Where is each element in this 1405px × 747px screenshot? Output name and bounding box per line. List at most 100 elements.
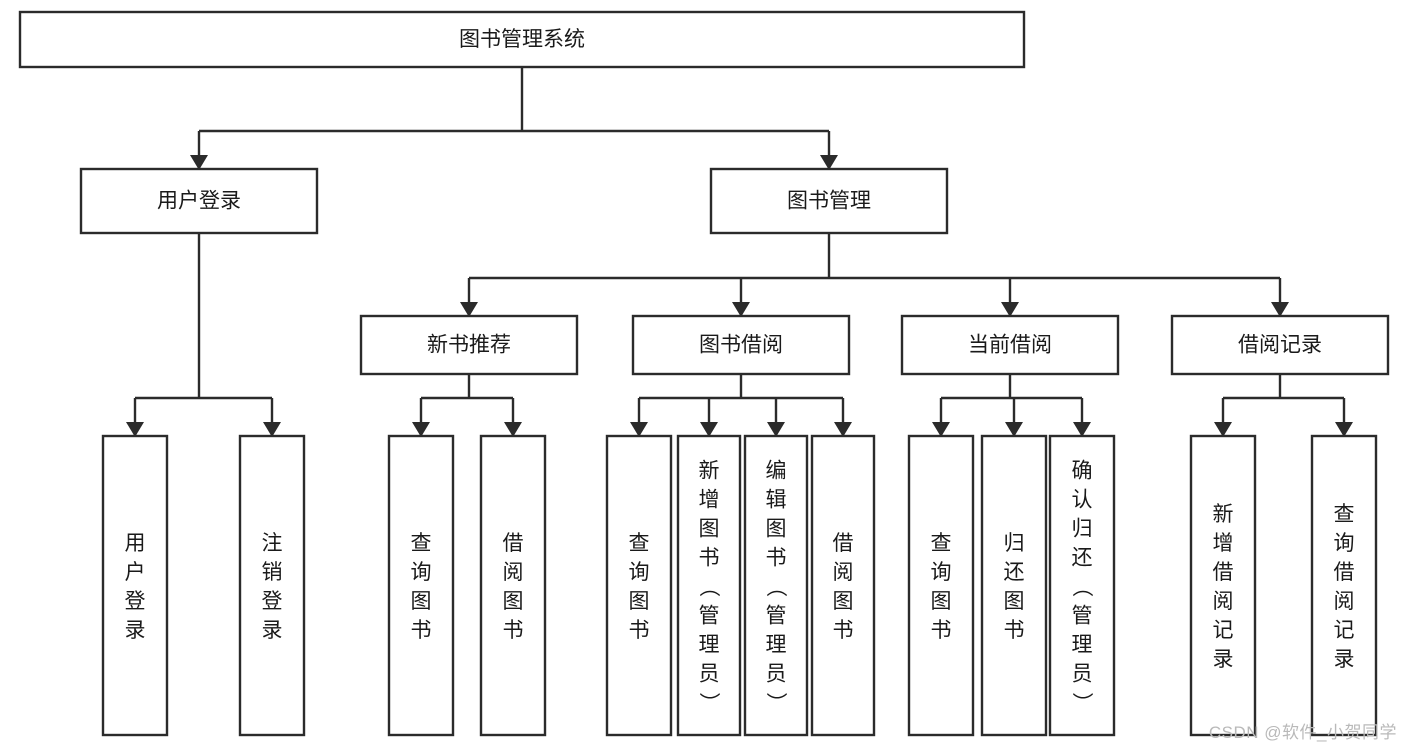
svg-text:（: （: [697, 576, 720, 597]
node-user-login[interactable]: 用户登录: [79, 167, 319, 235]
node-box: [238, 434, 306, 737]
svg-text:理: 理: [699, 634, 720, 657]
svg-text:新: 新: [699, 460, 720, 483]
svg-text:理: 理: [1072, 634, 1093, 657]
arrow-head-icon: [460, 302, 478, 317]
node-leaf-user-login[interactable]: 用户登录: [101, 434, 169, 737]
arrow-head-icon: [126, 422, 144, 437]
node-box: [907, 434, 975, 737]
svg-text:书: 书: [699, 547, 720, 570]
svg-text:登: 登: [262, 590, 283, 613]
svg-text:阅: 阅: [1334, 590, 1355, 613]
svg-text:记: 记: [1334, 619, 1355, 642]
node-box: [676, 434, 742, 737]
node-box: [1170, 314, 1390, 376]
arrow-head-icon: [504, 422, 522, 437]
svg-text:录: 录: [125, 619, 146, 642]
connector-borrow-record-to-leaves: [1214, 373, 1353, 437]
svg-text:借: 借: [503, 532, 524, 555]
svg-text:确: 确: [1072, 460, 1093, 483]
svg-text:图: 图: [833, 590, 854, 613]
connector-new-book-recommend-to-leaves: [412, 373, 522, 437]
svg-text:管: 管: [1072, 605, 1093, 628]
watermark-label: CSDN @软件_小贺同学: [1208, 723, 1397, 742]
svg-text:（: （: [1070, 576, 1093, 597]
svg-text:借: 借: [1213, 561, 1234, 584]
connector-book-borrow-to-leaves: [630, 373, 852, 437]
svg-text:归: 归: [1072, 518, 1093, 541]
connector-book-manage-to-level3: [460, 232, 1289, 317]
svg-text:新: 新: [1213, 503, 1234, 526]
node-root[interactable]: 图书管理系统: [18, 10, 1026, 69]
node-box: [359, 314, 579, 376]
node-box: [1048, 434, 1116, 737]
svg-text:录: 录: [1334, 648, 1355, 671]
svg-text:书: 书: [931, 619, 952, 642]
svg-text:录: 录: [1213, 648, 1234, 671]
arrow-head-icon: [820, 155, 838, 170]
svg-text:理: 理: [766, 634, 787, 657]
node-box: [631, 314, 851, 376]
svg-text:询: 询: [411, 561, 432, 584]
node-book-manage[interactable]: 图书管理: [709, 167, 949, 235]
arrow-head-icon: [1214, 422, 1232, 437]
node-box: [18, 10, 1026, 69]
node-label: 图书借阅: [699, 334, 783, 357]
arrow-head-icon: [1271, 302, 1289, 317]
svg-text:书: 书: [629, 619, 650, 642]
connector-user-login-to-leaves: [126, 232, 281, 437]
svg-text:阅: 阅: [833, 561, 854, 584]
node-book-borrow[interactable]: 图书借阅: [631, 314, 851, 376]
svg-text:图: 图: [699, 518, 720, 541]
arrow-head-icon: [190, 155, 208, 170]
node-label: 当前借阅: [968, 334, 1052, 357]
node-label: 图书管理系统: [459, 28, 585, 51]
svg-text:归: 归: [1004, 532, 1025, 555]
svg-text:）: ）: [764, 692, 787, 713]
node-borrow-record[interactable]: 借阅记录: [1170, 314, 1390, 376]
svg-text:编: 编: [766, 460, 787, 483]
svg-text:询: 询: [1334, 532, 1355, 555]
node-box: [387, 434, 455, 737]
svg-text:书: 书: [411, 619, 432, 642]
svg-text:图: 图: [629, 590, 650, 613]
svg-text:查: 查: [931, 532, 952, 555]
svg-text:记: 记: [1213, 619, 1234, 642]
node-current-borrow[interactable]: 当前借阅: [900, 314, 1120, 376]
arrow-head-icon: [767, 422, 785, 437]
arrow-head-icon: [932, 422, 950, 437]
node-box: [79, 167, 319, 235]
node-box: [743, 434, 809, 737]
node-new-book-recommend[interactable]: 新书推荐: [359, 314, 579, 376]
svg-text:）: ）: [1070, 692, 1093, 713]
node-label: 图书管理: [787, 190, 871, 213]
svg-text:借: 借: [1334, 561, 1355, 584]
arrow-head-icon: [263, 422, 281, 437]
svg-text:（: （: [764, 576, 787, 597]
node-label: 借阅记录: [1238, 334, 1322, 357]
svg-text:书: 书: [833, 619, 854, 642]
